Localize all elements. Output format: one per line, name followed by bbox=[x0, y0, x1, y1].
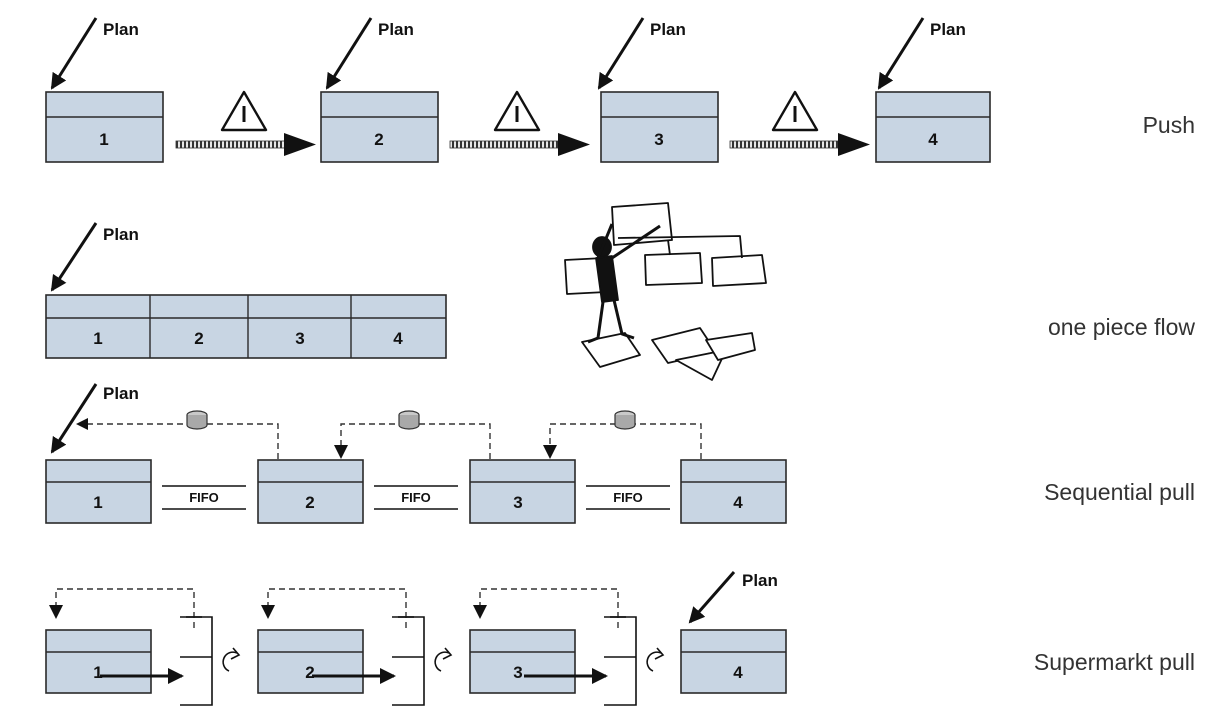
plan-arrow-icon: Plan bbox=[688, 571, 778, 624]
plan-arrow-icon: Plan bbox=[50, 17, 139, 90]
process-step-number: 3 bbox=[654, 130, 663, 149]
process-step-number: 3 bbox=[513, 493, 522, 512]
process-step-number: 4 bbox=[733, 493, 743, 512]
process-step-number: 1 bbox=[99, 130, 108, 149]
plan-label: Plan bbox=[930, 20, 966, 39]
plan-label: Plan bbox=[378, 20, 414, 39]
plan-label: Plan bbox=[103, 20, 139, 39]
process-box: 2 bbox=[257, 629, 364, 694]
warning-triangle-icon bbox=[493, 90, 541, 132]
process-box: 1 bbox=[45, 629, 152, 694]
plan-arrow-icon: Plan bbox=[597, 17, 686, 90]
process-box: 3 bbox=[469, 459, 576, 524]
process-box: 1 bbox=[45, 459, 152, 524]
warning-triangle-icon bbox=[771, 90, 819, 132]
fifo-lane: FIFO bbox=[586, 485, 670, 510]
row-one-piece-flow: Plan 1 2 3 4 bbox=[45, 202, 1195, 381]
process-step-number: 2 bbox=[305, 493, 314, 512]
withdrawal-signal-loop bbox=[473, 588, 626, 628]
process-step-number: 1 bbox=[93, 329, 102, 348]
fifo-label: FIFO bbox=[401, 490, 431, 505]
row-label-one-piece-flow: one piece flow bbox=[1048, 314, 1195, 340]
process-step-number: 4 bbox=[393, 329, 403, 348]
row-sequential-pull: Plan 1 2 3 4 FIFO bbox=[45, 383, 1195, 524]
pull-signal-loop bbox=[543, 410, 702, 459]
process-step-number: 4 bbox=[733, 663, 743, 682]
withdrawal-signal-loop bbox=[49, 588, 202, 628]
process-step-number: 2 bbox=[374, 130, 383, 149]
pull-signal-loop bbox=[76, 410, 279, 459]
process-box: 4 bbox=[680, 459, 787, 524]
withdrawal-signal-loop bbox=[261, 588, 414, 628]
push-arrow-icon bbox=[449, 133, 590, 156]
fifo-label: FIFO bbox=[189, 490, 219, 505]
plan-arrow-icon: Plan bbox=[50, 383, 139, 454]
process-step-number: 1 bbox=[93, 493, 102, 512]
process-step-number: 4 bbox=[928, 130, 938, 149]
row-label-sequential-pull: Sequential pull bbox=[1044, 479, 1195, 505]
fifo-lane: FIFO bbox=[162, 485, 246, 510]
plan-label: Plan bbox=[742, 571, 778, 590]
pull-signal-loop bbox=[334, 410, 491, 459]
plan-arrow-icon: Plan bbox=[325, 17, 414, 90]
row-label-supermarkt-pull: Supermarkt pull bbox=[1034, 649, 1195, 675]
process-box: 1 bbox=[45, 91, 164, 163]
plan-label: Plan bbox=[103, 384, 139, 403]
person-with-papers-icon bbox=[564, 202, 767, 381]
plan-label: Plan bbox=[103, 225, 139, 244]
process-step-number: 2 bbox=[194, 329, 203, 348]
row-push: 1 2 3 4 Plan Plan Plan bbox=[45, 17, 1195, 163]
push-arrow-icon bbox=[175, 133, 316, 156]
plan-arrow-icon: Plan bbox=[50, 222, 139, 292]
fifo-lane: FIFO bbox=[374, 485, 458, 510]
kanban-card-icon bbox=[186, 410, 208, 430]
combined-process-box: 1 2 3 4 bbox=[45, 294, 447, 359]
process-step-number: 1 bbox=[93, 663, 102, 682]
kanban-card-icon bbox=[398, 410, 420, 430]
process-box: 4 bbox=[680, 629, 787, 694]
process-step-number: 2 bbox=[305, 663, 314, 682]
process-box: 3 bbox=[469, 629, 576, 694]
process-box: 4 bbox=[875, 91, 991, 163]
process-step-number: 3 bbox=[513, 663, 522, 682]
supermarket-icon bbox=[524, 616, 665, 706]
plan-arrow-icon: Plan bbox=[877, 17, 966, 90]
plan-label: Plan bbox=[650, 20, 686, 39]
row-label-push: Push bbox=[1143, 112, 1195, 138]
process-box: 3 bbox=[600, 91, 719, 163]
warning-triangle-icon bbox=[220, 90, 268, 132]
row-supermarkt-pull: Plan 1 2 3 4 bbox=[45, 571, 1195, 706]
process-box: 2 bbox=[320, 91, 439, 163]
kanban-card-icon bbox=[614, 410, 636, 430]
push-arrow-icon bbox=[729, 133, 870, 156]
process-step-number: 3 bbox=[295, 329, 304, 348]
fifo-label: FIFO bbox=[613, 490, 643, 505]
process-box: 2 bbox=[257, 459, 364, 524]
